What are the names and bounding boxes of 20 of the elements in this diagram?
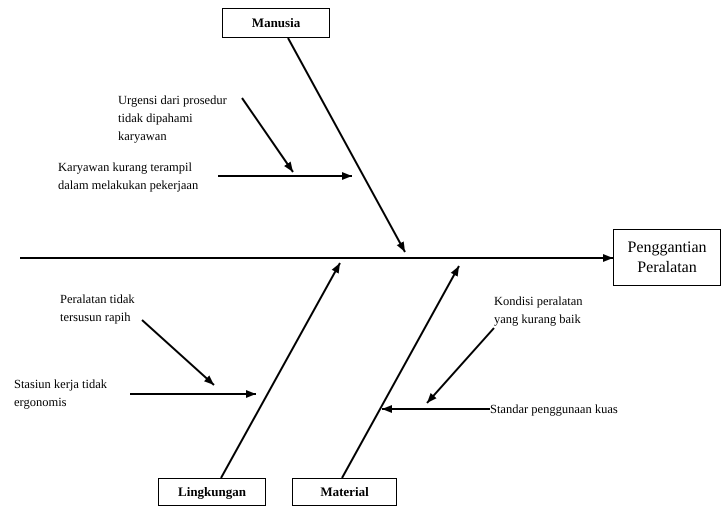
cause-text: Karyawan kurang terampil dalam melakukan pekerjaan bbox=[58, 158, 218, 194]
arrow bbox=[287, 38, 406, 252]
arrow bbox=[130, 390, 256, 398]
cause-text: Peralatan tidak tersusun rapih bbox=[60, 290, 170, 326]
arrow bbox=[426, 327, 495, 404]
category-box: Material bbox=[292, 478, 397, 506]
cause-text: Kondisi peralatan yang kurang baik bbox=[494, 292, 604, 328]
arrow bbox=[382, 405, 490, 413]
category-box: Lingkungan bbox=[158, 478, 266, 506]
cause-text: Stasiun kerja tidak ergonomis bbox=[14, 375, 132, 411]
arrow bbox=[241, 97, 294, 173]
spine-arrow bbox=[20, 254, 613, 262]
arrow bbox=[218, 172, 352, 180]
cause-text: Standar penggunaan kuas bbox=[490, 400, 618, 418]
arrow bbox=[141, 319, 215, 386]
effect-box: Penggantian Peralatan bbox=[613, 229, 721, 286]
category-box: Manusia bbox=[222, 8, 330, 38]
arrow bbox=[341, 266, 460, 478]
cause-text: Urgensi dari prosedur tidak dipahami karyawan bbox=[118, 91, 242, 145]
arrow bbox=[220, 262, 341, 478]
